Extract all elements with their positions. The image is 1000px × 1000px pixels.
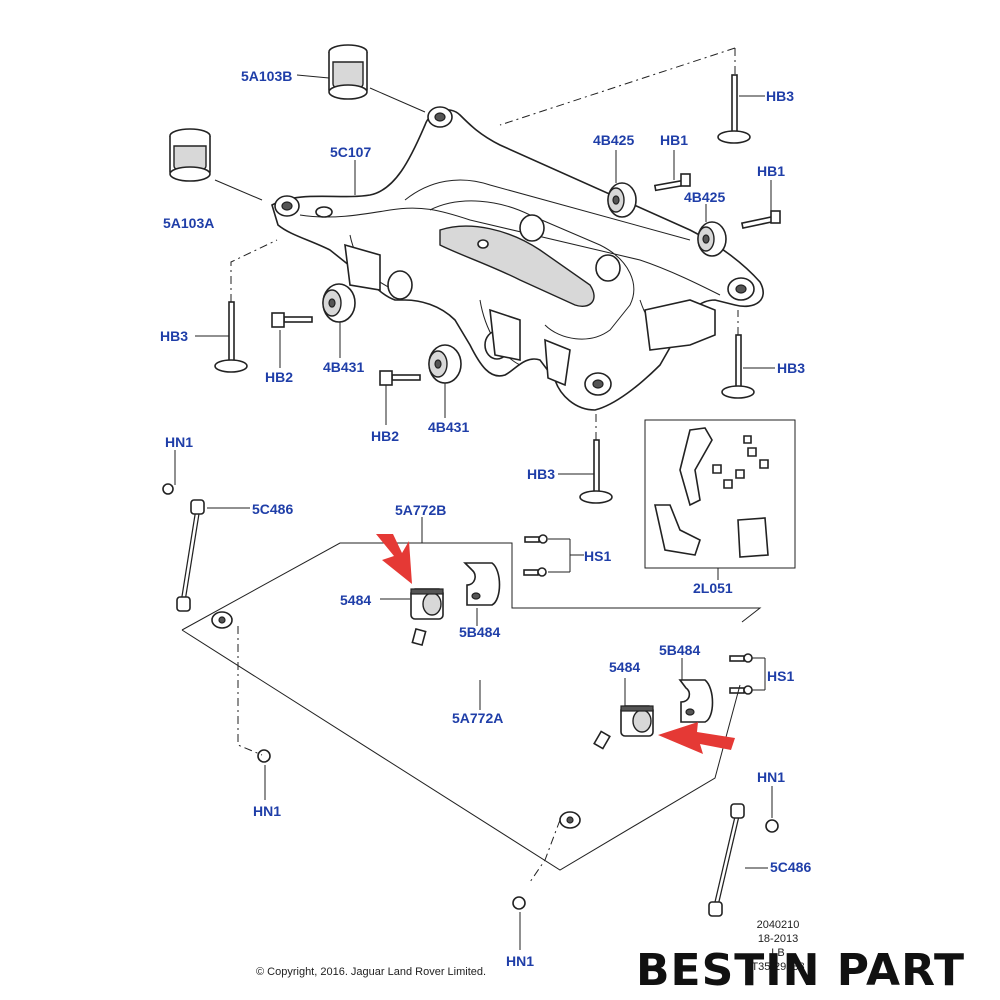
callout-4B431-right: 4B431 bbox=[428, 419, 469, 435]
callout-HN1-right: HN1 bbox=[757, 769, 785, 785]
copyright-notice: © Copyright, 2016. Jaguar Land Rover Lim… bbox=[256, 966, 486, 978]
bush-5484-upper bbox=[410, 588, 444, 620]
leader-lines bbox=[174, 47, 775, 950]
callout-HS1-lower: HS1 bbox=[767, 668, 794, 684]
bolt-HB1-bottom bbox=[740, 210, 781, 230]
bush-5484-lower bbox=[620, 705, 654, 737]
ref-line-3: LB bbox=[771, 947, 784, 959]
clamp-5B484-lower bbox=[678, 679, 714, 723]
callout-labels: 5A103B 5A103A 5C107 HB3 HB3 HB3 HB3 HB2 … bbox=[160, 68, 811, 969]
bolt-HB2-right bbox=[379, 370, 421, 386]
callout-HB2-left: HB2 bbox=[265, 369, 293, 385]
callout-HB1-right: HB1 bbox=[757, 163, 785, 179]
bolt-HB3-right bbox=[721, 334, 755, 399]
body-mount-bush-5A103A bbox=[169, 128, 211, 182]
red-arrow-upper bbox=[376, 534, 412, 584]
stabilizer-link-5C486-left bbox=[162, 483, 205, 612]
callout-2L051: 2L051 bbox=[693, 580, 733, 596]
callout-HB3-center: HB3 bbox=[527, 466, 555, 482]
callout-5C486-left: 5C486 bbox=[252, 501, 293, 517]
callout-HS1-upper: HS1 bbox=[584, 548, 611, 564]
callout-HN1-bottom-left: HN1 bbox=[253, 803, 281, 819]
callout-HN1-bottom: HN1 bbox=[506, 953, 534, 969]
bush-4B425-bottom bbox=[697, 221, 727, 257]
callout-5B484-lower: 5B484 bbox=[659, 642, 700, 658]
bolt-HB3-center bbox=[579, 439, 613, 504]
callout-HB3-top: HB3 bbox=[766, 88, 794, 104]
callout-4B431-left: 4B431 bbox=[323, 359, 364, 375]
stabilizer-link-5C486-right bbox=[257, 749, 779, 917]
callout-5A772B: 5A772B bbox=[395, 502, 446, 518]
callout-HN1-top-left: HN1 bbox=[165, 434, 193, 450]
bush-4B431-left bbox=[322, 283, 356, 323]
red-arrow-lower bbox=[658, 722, 735, 754]
rear-subframe bbox=[271, 106, 764, 411]
callout-5A772A: 5A772A bbox=[452, 710, 503, 726]
stabilizer-bar-5A772A bbox=[211, 611, 622, 829]
screws-HS1-bottom bbox=[729, 653, 753, 695]
body-mount-bush-5A103B bbox=[328, 44, 368, 100]
bush-4B431-right bbox=[428, 344, 462, 384]
bolt-HB3-top-right bbox=[717, 74, 751, 144]
callout-5484-lower: 5484 bbox=[609, 659, 640, 675]
ref-line-1: 2040210 bbox=[757, 919, 800, 931]
ref-line-4: T35-29538 bbox=[751, 961, 804, 973]
callout-4B425-top: 4B425 bbox=[593, 132, 634, 148]
callout-5A103B: 5A103B bbox=[241, 68, 292, 84]
callout-5B484-upper: 5B484 bbox=[459, 624, 500, 640]
callout-5C107: 5C107 bbox=[330, 144, 371, 160]
ref-line-2: 18-2013 bbox=[758, 933, 798, 945]
callout-4B425-bottom: 4B425 bbox=[684, 189, 725, 205]
bolt-HB3-left bbox=[214, 301, 248, 373]
callout-HB2-right: HB2 bbox=[371, 428, 399, 444]
bush-4B425-top bbox=[607, 182, 637, 218]
callout-5C486-right: 5C486 bbox=[770, 859, 811, 875]
callout-HB3-left: HB3 bbox=[160, 328, 188, 344]
bolt-HB2-left bbox=[271, 312, 313, 328]
callout-5484-upper: 5484 bbox=[340, 592, 371, 608]
watermark-brand: BESTIN PART bbox=[636, 945, 965, 996]
callout-HB3-right: HB3 bbox=[777, 360, 805, 376]
clamp-5B484-upper bbox=[463, 562, 501, 606]
diagram-reference: 2040210 18-2013 LB T35-29538 bbox=[751, 919, 804, 973]
screws-HS1-top bbox=[523, 534, 548, 577]
callout-5A103A: 5A103A bbox=[163, 215, 214, 231]
callout-HB1-top: HB1 bbox=[660, 132, 688, 148]
bolt-HB1-top bbox=[653, 173, 691, 192]
kit-box-2L051 bbox=[644, 419, 796, 569]
